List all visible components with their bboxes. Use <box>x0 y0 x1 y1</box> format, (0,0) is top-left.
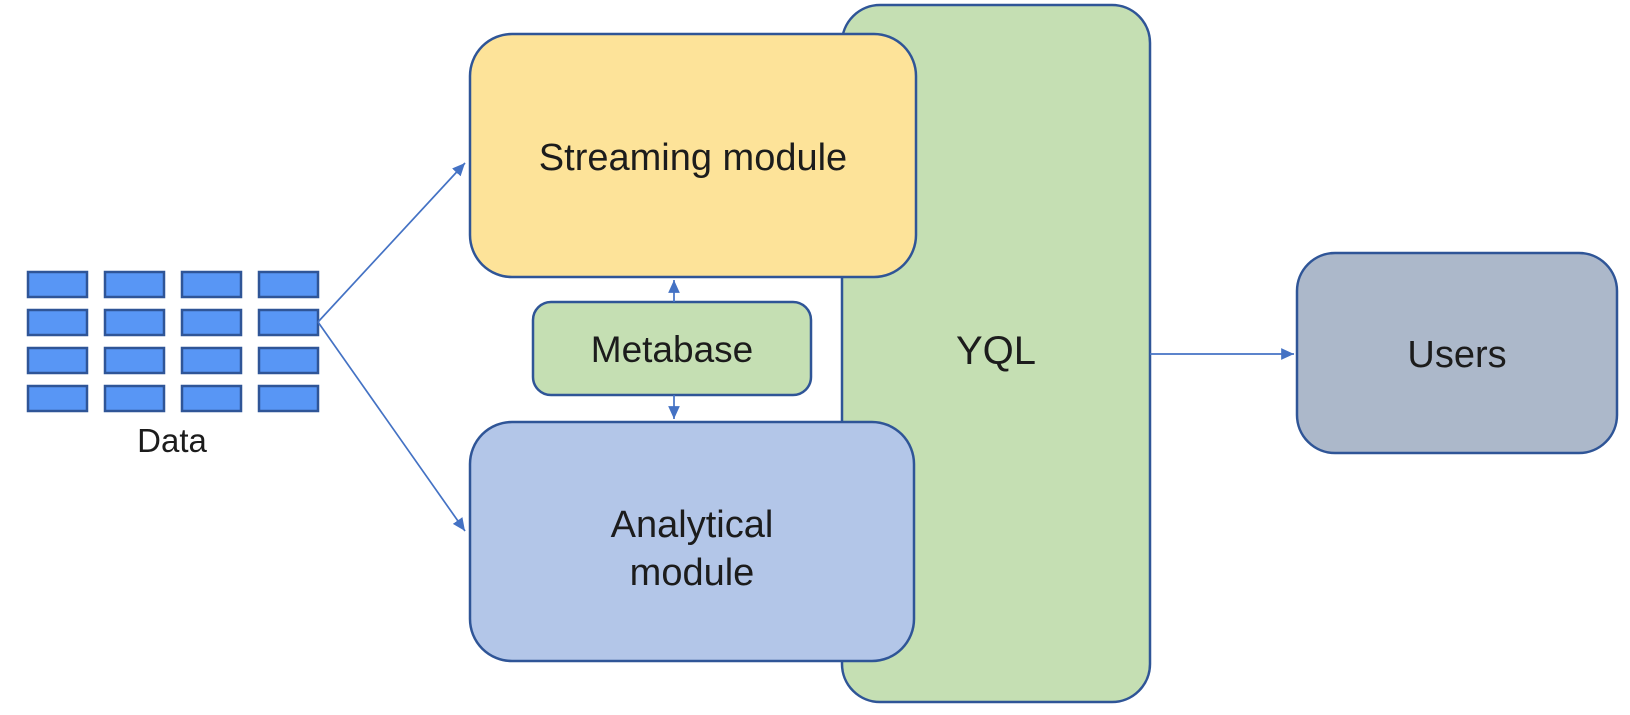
analytical-module-label-line1: Analytical <box>611 504 774 546</box>
data-block <box>180 308 243 337</box>
data-label: Data <box>137 422 207 459</box>
data-block <box>26 270 89 299</box>
node-streaming-module: Streaming module <box>468 32 918 279</box>
data-block <box>180 346 243 375</box>
users-box <box>1295 251 1619 455</box>
edge-data-to-streaming <box>317 162 466 323</box>
data-block <box>26 346 89 375</box>
data-block <box>257 308 320 337</box>
data-grid <box>26 270 320 413</box>
edge-data-to-analytical <box>317 321 466 532</box>
data-block <box>26 384 89 413</box>
data-block <box>103 384 166 413</box>
data-block <box>257 346 320 375</box>
data-block <box>180 384 243 413</box>
node-users: Users <box>1295 251 1619 455</box>
metabase-box <box>531 300 813 397</box>
node-analytical-module: Analytical module <box>468 420 916 663</box>
data-block <box>257 270 320 299</box>
analytical-module-label-line2: module <box>630 552 755 594</box>
data-block <box>103 270 166 299</box>
data-block <box>26 308 89 337</box>
yql-label: YQL <box>956 329 1036 373</box>
data-block <box>103 308 166 337</box>
streaming-module-box <box>468 32 918 279</box>
data-block <box>180 270 243 299</box>
analytical-module-box <box>468 420 916 663</box>
streaming-module-label: Streaming module <box>539 137 847 179</box>
metabase-label: Metabase <box>591 329 754 370</box>
edges <box>317 162 1294 532</box>
users-label: Users <box>1407 334 1506 376</box>
data-block <box>103 346 166 375</box>
data-block <box>257 384 320 413</box>
node-metabase: Metabase <box>531 300 813 397</box>
